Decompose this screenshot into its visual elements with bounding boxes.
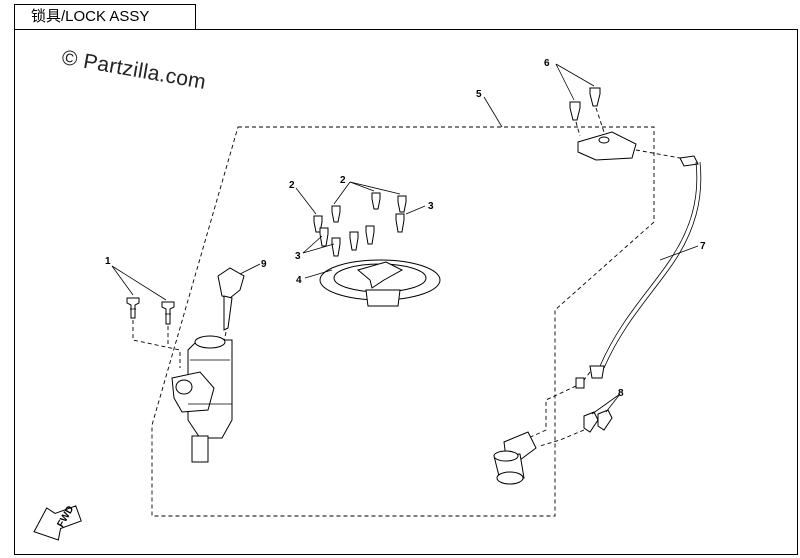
part-7-cable: 7 [523,155,706,441]
part-4-fuel-cap: 4 [296,259,441,307]
diagram-title: 锁具/LOCK ASSY [14,4,196,30]
part-8-bolts: 8 [539,388,624,447]
callout-4: 4 [296,275,302,286]
part-9-key: 9 [217,259,267,361]
callout-2b: 2 [340,175,346,186]
ignition-switch [171,335,233,463]
part-1-bolts: 1 [105,256,181,368]
callout-5: 5 [476,89,482,100]
part-6-bolts: 6 [544,58,681,161]
callout-3a: 3 [428,201,434,212]
lock-solenoid [493,431,537,485]
part-2-3-screws: 2 2 3 3 [289,175,434,262]
callout-9: 9 [261,259,267,270]
callout-6: 6 [544,58,550,69]
fwd-arrow-icon: FWD [33,504,82,541]
diagram-frame [14,29,798,555]
callout-8: 8 [618,388,624,399]
callout-3b: 3 [295,251,301,262]
callout-7: 7 [700,241,706,252]
callout-1: 1 [105,256,111,267]
callout-2a: 2 [289,180,295,191]
